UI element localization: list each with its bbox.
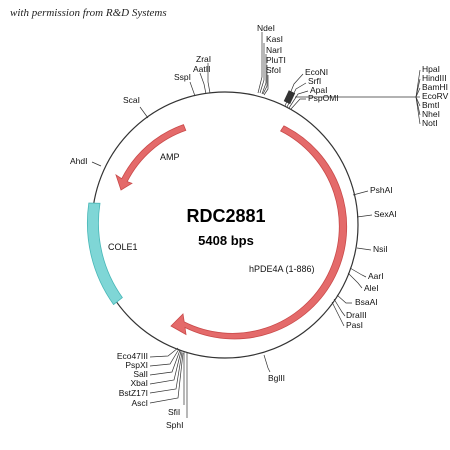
site-label-ecorv: EcoRV — [422, 91, 449, 101]
site-label-hpai: HpaI — [422, 64, 440, 74]
site-cluster-mcs: HpaI HindIII BamHI EcoRV BmtI NheI NotI — [283, 64, 449, 128]
site-label-kasi: KasI — [266, 34, 283, 44]
site-label-draiii: DraIII — [346, 310, 367, 320]
site-label-zrai: ZraI — [196, 54, 211, 64]
site-label-pspxi: PspXI — [125, 360, 148, 370]
site-label-nsii: NsiI — [373, 244, 388, 254]
site-label-sphi: SphI — [166, 420, 184, 430]
site-label-pspomi: PspOMI — [308, 93, 339, 103]
site-cluster-top: NdeI KasI NarI PluTI SfoI — [257, 23, 286, 96]
site-label-bmti: BmtI — [422, 100, 439, 110]
site-cluster-aari: AarI AleI — [347, 267, 384, 293]
site-cluster-sfii: SfiI SphI — [166, 352, 188, 430]
site-bglii: BglII — [263, 354, 285, 383]
site-sexai: SexAI — [356, 209, 397, 219]
cole1-label: COLE1 — [108, 242, 138, 252]
site-label-noti: NotI — [422, 118, 438, 128]
site-label-sfii: SfiI — [168, 407, 180, 417]
site-label-ahdi: AhdI — [70, 156, 88, 166]
site-cluster-bottom-left: Eco47III PspXI SalI XbaI BstZ17I AscI — [117, 347, 184, 408]
site-label-bsaai: BsaAI — [355, 297, 378, 307]
site-label-sexai: SexAI — [374, 209, 397, 219]
site-nsii: NsiI — [356, 244, 388, 254]
site-label-apai: ApaI — [310, 85, 328, 95]
site-label-bstz17i: BstZ17I — [119, 388, 148, 398]
insert-feature-arrow — [170, 125, 348, 340]
site-label-sfoi: SfoI — [266, 65, 281, 75]
site-label-eco47iii: Eco47III — [117, 351, 148, 361]
site-cluster-zrai: ZraI AatII SspI — [174, 54, 211, 97]
site-label-scai: ScaI — [123, 95, 140, 105]
site-label-pluti: PluTI — [266, 55, 286, 65]
site-label-asci: AscI — [131, 398, 148, 408]
site-label-aatii: AatII — [193, 64, 210, 74]
cole1-feature — [86, 202, 123, 306]
site-label-alei: AleI — [364, 283, 379, 293]
permission-note: with permission from R&D Systems — [10, 7, 167, 19]
site-cluster-econi: EcoNI SrfI ApaI PspOMI — [284, 67, 339, 110]
site-label-bamhi: BamHI — [422, 82, 448, 92]
site-label-nhei: NheI — [422, 109, 440, 119]
plasmid-name: RDC2881 — [186, 206, 265, 226]
site-label-xbai: XbaI — [131, 378, 149, 388]
site-label-sali: SalI — [133, 369, 148, 379]
site-label-bglii: BglII — [268, 373, 285, 383]
site-label-aari: AarI — [368, 271, 384, 281]
site-label-hindiii: HindIII — [422, 73, 447, 83]
plasmid-size: 5408 bps — [198, 233, 254, 248]
site-cluster-bsaai: BsaAI DraIII PasI — [331, 294, 378, 330]
amp-label: AMP — [160, 152, 180, 162]
site-label-pasi: PasI — [346, 320, 363, 330]
site-label-nari: NarI — [266, 45, 282, 55]
amp-feature-arrow — [115, 124, 187, 191]
insert-label: hPDE4A (1-886) — [249, 264, 315, 274]
site-pshai: PshAI — [352, 185, 393, 196]
site-label-sspi: SspI — [174, 72, 191, 82]
site-scai: ScaI — [123, 95, 149, 119]
site-label-econi: EcoNI — [305, 67, 328, 77]
site-label-pshai: PshAI — [370, 185, 393, 195]
site-label-srfi: SrfI — [308, 76, 321, 86]
site-ahdi: AhdI — [70, 156, 102, 167]
site-label-ndei: NdeI — [257, 23, 275, 33]
